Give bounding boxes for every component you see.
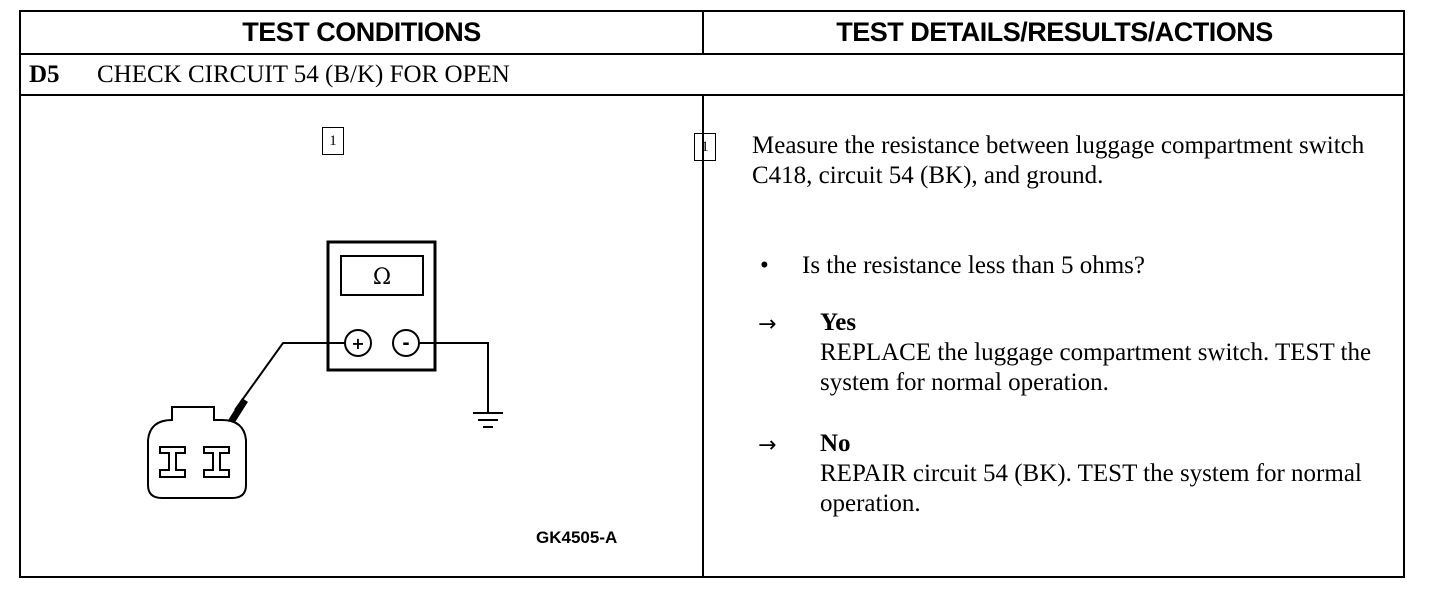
plus-terminal-label: + <box>351 334 364 353</box>
step-title-row: D5 CHECK CIRCUIT 54 (B/K) FOR OPEN <box>29 55 510 94</box>
connector-pin-icon <box>159 446 186 478</box>
instruction-text: Measure the resistance between luggage c… <box>752 132 1365 189</box>
ohmmeter-body <box>326 240 437 372</box>
step-box-details: 1 <box>694 133 716 161</box>
connector-pin-icon <box>203 446 230 478</box>
no-label: No <box>820 430 851 457</box>
arrow-right-icon: → <box>758 433 777 458</box>
column-divider-body <box>702 96 704 578</box>
minus-lead-wire <box>419 342 489 413</box>
figure-code: GK4505-A <box>536 528 618 547</box>
header-test-conditions: TEST CONDITIONS <box>242 17 481 47</box>
step-title: CHECK CIRCUIT 54 (B/K) FOR OPEN <box>97 61 510 88</box>
no-result: No REPAIR circuit 54 (BK). TEST the syst… <box>820 429 1380 519</box>
yes-text: REPLACE the luggage compartment switch. … <box>820 339 1372 396</box>
question-row: • Is the resistance less than 5 ohms? <box>760 251 1360 281</box>
header-divider <box>21 53 1403 55</box>
column-divider <box>702 12 704 53</box>
header-test-details: TEST DETAILS/RESULTS/ACTIONS <box>836 17 1273 47</box>
arrow-right-icon: → <box>758 312 777 337</box>
ohm-symbol: Ω <box>373 265 391 290</box>
bullet-icon: • <box>760 252 769 279</box>
test-table: TEST CONDITIONS TEST DETAILS/RESULTS/ACT… <box>19 10 1405 578</box>
question-text: Is the resistance less than 5 ohms? <box>802 252 1145 279</box>
yes-result: Yes REPLACE the luggage compartment swit… <box>820 308 1380 398</box>
step-divider <box>21 94 1403 96</box>
ohmmeter-display <box>340 255 424 296</box>
no-text: REPAIR circuit 54 (BK). TEST the system … <box>820 460 1362 517</box>
step-id: D5 <box>29 61 60 88</box>
step-box-diagram: 1 <box>322 127 344 155</box>
yes-label: Yes <box>820 309 857 336</box>
minus-terminal-label: - <box>402 333 409 354</box>
plus-lead-wire <box>234 342 345 411</box>
